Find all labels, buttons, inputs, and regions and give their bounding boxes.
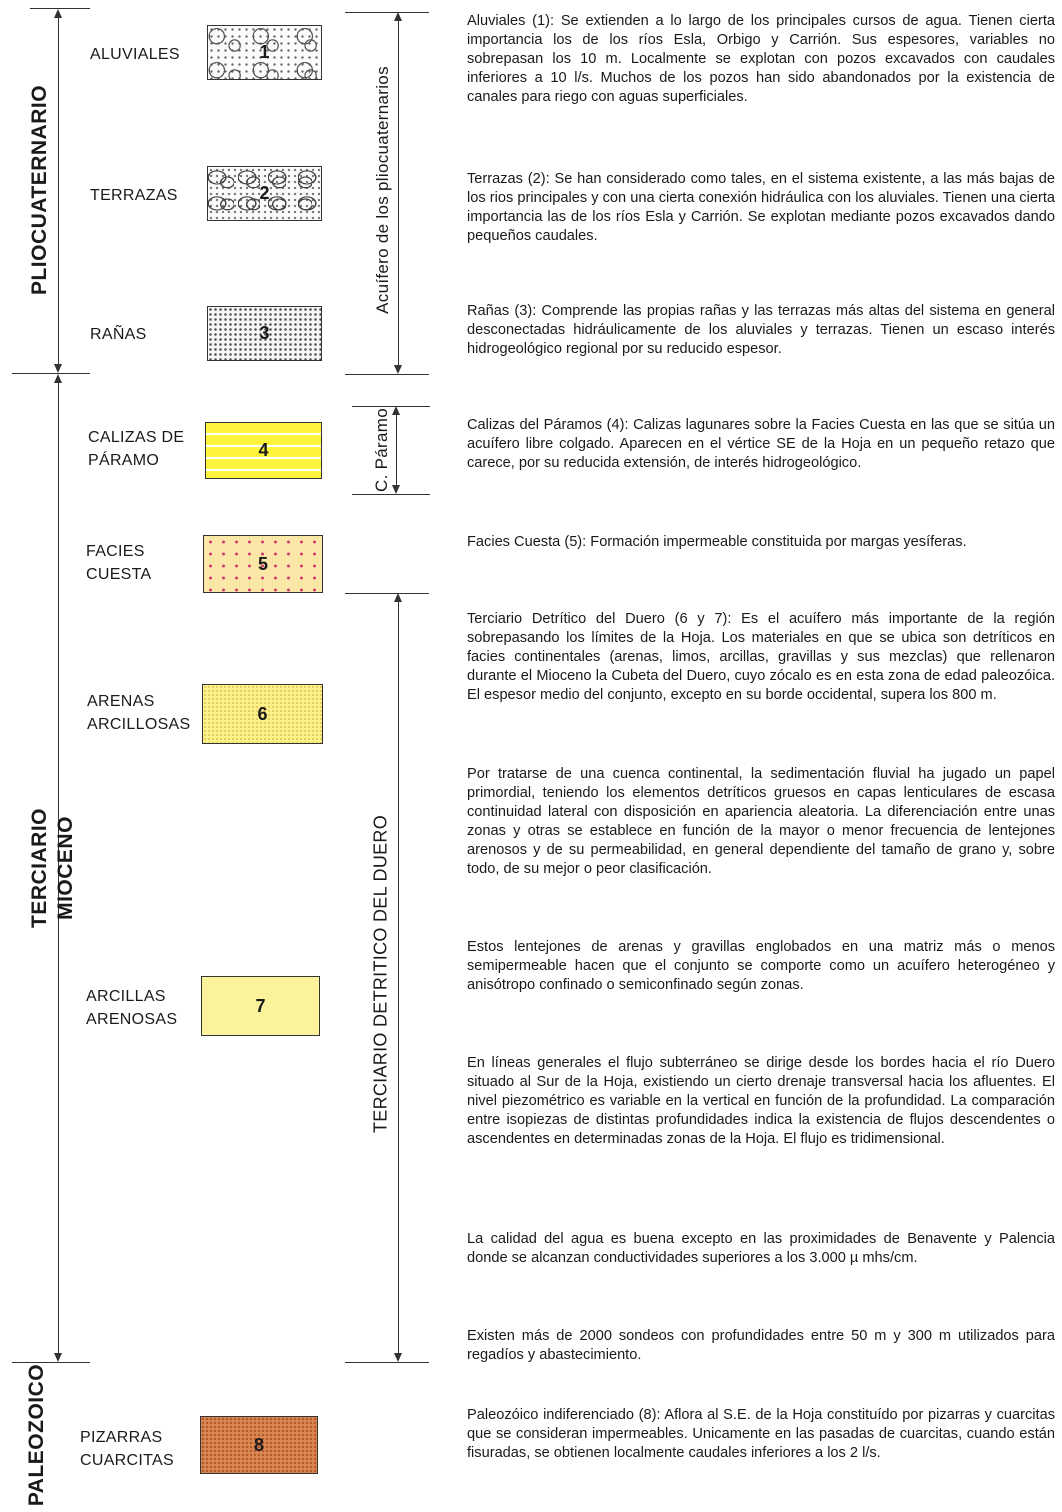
paragraph-ranas: Rañas (3): Comprende las propias rañas y… — [467, 303, 1055, 357]
unit-box-ranas: 3 — [207, 306, 322, 361]
unit-box-calizas-de-paramo: 4 — [205, 422, 322, 479]
paragraph-sedimentacion: Por tratarse de una cuenca continental, … — [467, 766, 1055, 877]
paragraph-terrazas: Terrazas (2): Se han considerado como ta… — [467, 171, 1055, 244]
unit-label: ARCILLAS — [86, 988, 166, 1005]
era-label-paleozoico: PALEOZOICO — [25, 1363, 48, 1507]
aquifer-label-duero: TERCIARIO DETRITICO DEL DUERO — [370, 814, 391, 1134]
aquifer-range-line — [398, 597, 399, 1359]
era-divider-line — [12, 1362, 90, 1363]
arrow-down-icon — [54, 1353, 62, 1362]
era-label-terciario: TERCIARIO — [28, 808, 51, 928]
paragraph-paleozoico: Paleozóico indiferenciado (8): Aflora al… — [467, 1407, 1055, 1461]
pliocuaternario-range-line — [58, 12, 59, 370]
unit-number: 8 — [253, 1434, 264, 1455]
arrow-down-icon — [392, 485, 400, 494]
unit-number: 1 — [259, 42, 270, 62]
unit-label: PÁRAMO — [88, 452, 160, 469]
aquifer-bracket-line — [345, 593, 429, 594]
aquifer-label-pliocuaternarios: Acuífero de los pliocuaternarios — [373, 66, 392, 314]
arrow-up-icon — [54, 9, 62, 18]
era-label-pliocuaternario: PLIOCUATERNARIO — [28, 84, 51, 296]
unit-number: 6 — [257, 703, 268, 724]
unit-box-arenas-arcillosas: 6 — [202, 684, 323, 744]
paragraph-facies-cuesta: Facies Cuesta (5): Formación impermeable… — [467, 534, 967, 550]
unit-number: 2 — [259, 183, 270, 203]
unit-label: TERRAZAS — [90, 187, 178, 204]
unit-number: 5 — [257, 553, 268, 574]
paragraph-terciario-detritico: Terciario Detrítico del Duero (6 y 7): E… — [467, 611, 1055, 703]
aquifer-bracket-line — [345, 374, 429, 375]
aquifer-bracket-line — [352, 406, 430, 407]
unit-number: 3 — [259, 323, 270, 343]
aquifer-bracket-line — [345, 12, 429, 13]
unit-label: ARENAS — [87, 693, 155, 710]
unit-box-terrazas: 2 — [207, 166, 322, 221]
paragraph-calidad: La calidad del agua es buena excepto en … — [467, 1231, 1055, 1266]
unit-box-arcillas-arenosas: 7 — [201, 976, 320, 1036]
unit-label: ARCILLOSAS — [87, 716, 191, 733]
unit-box-aluviales: 1 — [207, 25, 322, 80]
paragraph-flujo: En líneas generales el flujo subterráneo… — [467, 1055, 1055, 1147]
aquifer-bracket-line — [345, 1362, 429, 1363]
arrow-down-icon — [394, 1353, 402, 1362]
paragraph-calizas-paramo: Calizas del Páramos (4): Calizas lagunar… — [467, 417, 1055, 471]
paragraph-sondeos: Existen más de 2000 sondeos con profundi… — [467, 1328, 1055, 1363]
paragraph-lentejones: Estos lentejones de arenas y gravillas e… — [467, 939, 1055, 993]
unit-label: FACIES — [86, 543, 145, 560]
arrow-up-icon — [394, 593, 402, 602]
terciario-range-line — [58, 377, 59, 1359]
unit-label: ARENOSAS — [86, 1011, 178, 1028]
unit-label: CUARCITAS — [80, 1452, 174, 1469]
unit-label: CUESTA — [86, 566, 152, 583]
arrow-down-icon — [394, 365, 402, 374]
arrow-up-icon — [54, 374, 62, 383]
unit-box-pizarras-cuarcitas: 8 — [200, 1416, 318, 1474]
unit-number: 4 — [258, 440, 269, 460]
unit-box-facies-cuesta: 5 — [203, 535, 323, 593]
era-top-line — [30, 8, 90, 9]
unit-label: ALUVIALES — [90, 46, 180, 63]
unit-label: CALIZAS DE — [88, 429, 185, 446]
era-label-mioceno: MIOCENO — [54, 816, 77, 920]
unit-label: RAÑAS — [90, 326, 147, 343]
aquifer-range-line — [398, 16, 399, 371]
era-divider-line — [12, 373, 90, 374]
aquifer-bracket-line — [352, 494, 430, 495]
arrow-down-icon — [54, 364, 62, 373]
paragraph-aluviales: Aluviales (1): Se extienden a lo largo d… — [467, 13, 1055, 105]
aquifer-range-line — [396, 410, 397, 490]
aquifer-label-paramo: C. Páramo — [372, 408, 391, 492]
arrow-up-icon — [392, 406, 400, 415]
unit-number: 7 — [255, 995, 266, 1016]
unit-label: PIZARRAS — [80, 1429, 163, 1446]
arrow-up-icon — [394, 12, 402, 21]
